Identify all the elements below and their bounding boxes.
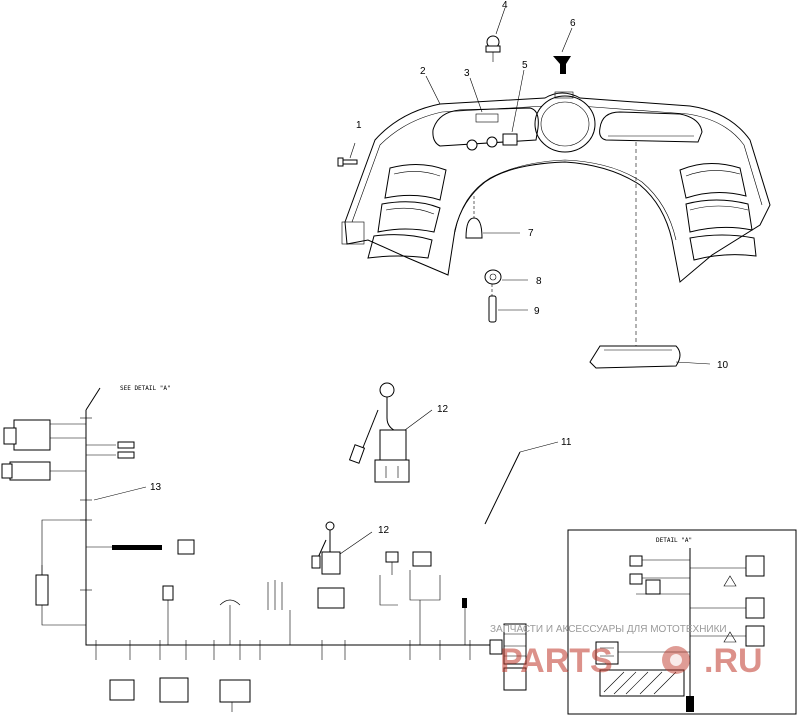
callout-10: 10 (717, 360, 729, 371)
right-vents (679, 163, 757, 261)
part-7-bulb (465, 196, 483, 239)
callout-8: 8 (536, 276, 542, 287)
watermark-tagline: ЗАПЧАСТИ И АКСЕССУАРЫ ДЛЯ МОТОТЕХНИКИ (490, 624, 727, 635)
callout-3: 3 (464, 68, 470, 79)
callout-9: 9 (534, 306, 540, 317)
callout-7: 7 (528, 228, 534, 239)
callout-13: 13 (150, 482, 162, 493)
detail-a-title: DETAIL "A" (656, 537, 692, 544)
leader-lines (93, 7, 711, 555)
drop-connectors (162, 551, 467, 645)
part-4-push-rivet (485, 35, 501, 62)
part-9-pin (488, 284, 497, 323)
part-12-lower-sensor (311, 521, 345, 609)
callout-12-upper: 12 (437, 404, 449, 415)
see-detail-label: SEE DETAIL "A" (120, 385, 171, 392)
watermark-brand: PARTS (500, 642, 613, 680)
watermark: ЗАПЧАСТИ И АКСЕССУАРЫ ДЛЯ МОТОТЕХНИКИ PA… (490, 624, 763, 680)
part-1-screw (337, 157, 358, 167)
part-8-nut (484, 269, 502, 285)
callout-1: 1 (356, 120, 362, 131)
callout-4: 4 (502, 0, 508, 11)
dash-console-assembly (341, 91, 771, 283)
bottom-connectors (109, 677, 251, 712)
watermark-tld: .RU (704, 642, 763, 680)
part-10-lens (589, 142, 681, 369)
left-connectors (1, 419, 195, 626)
part-12-upper-sensor (348, 382, 410, 483)
watermark-logo (662, 646, 690, 674)
callout-5: 5 (522, 60, 528, 71)
callout-12-lower: 12 (378, 525, 390, 536)
trunk-ticks (80, 417, 471, 660)
callout-numbers: 1 2 3 4 5 6 7 8 9 10 11 12 12 13 (150, 0, 729, 536)
callout-2: 2 (420, 66, 426, 77)
callout-6: 6 (570, 18, 576, 29)
left-vents (367, 164, 447, 259)
callout-11: 11 (561, 437, 572, 448)
end-multi-connector (489, 623, 527, 691)
part-6-clip (553, 56, 571, 74)
detail-a-panel: DETAIL "A" (567, 529, 797, 715)
part-11-rod (484, 451, 521, 525)
wiring-harness: SEE DETAIL "A" (1, 385, 527, 712)
